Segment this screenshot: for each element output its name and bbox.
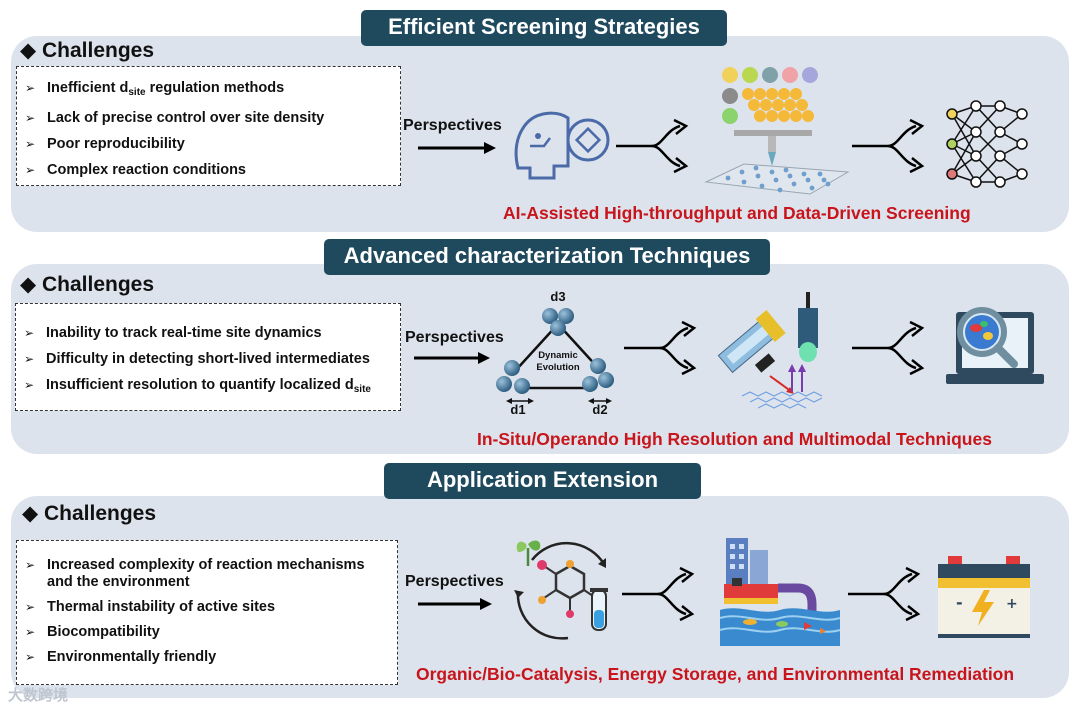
perspective-arrow <box>418 598 492 610</box>
neural-network-icon <box>946 100 1028 188</box>
challenge-text: Inability to track real-time site dynami… <box>46 325 322 341</box>
challenge-text: Biocompatibility <box>47 624 160 640</box>
bio-cycle-icon <box>514 540 608 640</box>
section-title-screening: Efficient Screening Strategies <box>361 10 727 46</box>
challenge-text-rest: regulation methods <box>145 80 285 96</box>
perspective-arrow <box>418 142 496 154</box>
bullet-arrow-icon: ➢ <box>25 650 36 664</box>
ai-head-icon <box>514 111 610 180</box>
challenge-text: Lack of precise control over site densit… <box>47 110 325 126</box>
challenge-text: Complex reaction conditions <box>47 162 246 178</box>
bullet-arrow-icon: ➢ <box>25 163 36 177</box>
challenges-list-characterization: ➢ Inability to track real-time site dynam… <box>15 303 401 411</box>
fork-arrow <box>852 320 925 376</box>
diamond-icon: ◆ <box>22 502 39 525</box>
fork-arrow <box>852 118 925 174</box>
challenge-item: ➢ Increased complexity of reaction mechan… <box>17 557 397 591</box>
dynamic-evolution-diagram: d3 Dynamic Evolution d1 d2 <box>496 289 614 417</box>
challenges-heading-label: Challenges <box>42 273 155 296</box>
challenge-item: ➢ Poor reproducibility <box>17 136 400 153</box>
challenge-item: ➢ Inability to track real-time site dynam… <box>16 325 400 342</box>
challenge-text: Environmentally friendly <box>47 649 217 665</box>
node-label-left: d1 <box>510 402 525 417</box>
section-title-characterization: Advanced characterization Techniques <box>324 239 770 275</box>
challenges-heading-label: Challenges <box>44 502 157 525</box>
challenge-text: Difficulty in detecting short-lived inte… <box>46 351 370 367</box>
high-throughput-dispenser-icon <box>704 67 850 195</box>
challenge-item: ➢ Inefficient dsite regulation methods <box>17 80 400 101</box>
fork-arrow <box>616 118 689 174</box>
bullet-arrow-icon: ➢ <box>25 600 36 614</box>
bullet-arrow-icon: ➢ <box>24 352 35 366</box>
challenge-text: Poor reproducibility <box>47 136 185 152</box>
bullet-arrow-icon: ➢ <box>24 378 35 392</box>
challenge-subscript: site <box>128 87 146 98</box>
challenge-item: ➢ Thermal instability of active sites <box>17 599 397 616</box>
perspective-arrow <box>414 352 490 364</box>
challenge-item: ➢ Lack of precise control over site densi… <box>17 110 400 127</box>
node-label-right: d2 <box>592 402 607 417</box>
bullet-arrow-icon: ➢ <box>25 111 36 125</box>
bullet-arrow-icon: ➢ <box>25 625 36 639</box>
bullet-arrow-icon: ➢ <box>25 137 36 151</box>
bullet-arrow-icon: ➢ <box>24 326 35 340</box>
laptop-analysis-icon <box>946 307 1044 384</box>
center-label-line2: Evolution <box>536 362 579 373</box>
watermark: 大数跨境 <box>8 687 69 704</box>
diamond-icon: ◆ <box>20 39 37 62</box>
challenges-heading-screening: ◆ Challenges <box>20 38 154 63</box>
challenges-heading-label: Challenges <box>42 39 155 62</box>
challenge-item: ➢ Environmentally friendly <box>17 649 397 666</box>
svg-text:-: - <box>956 593 963 612</box>
result-label-screening: AI-Assisted High-throughput and Data-Dri… <box>503 203 971 223</box>
node-label-top: d3 <box>550 289 565 304</box>
challenge-text: Insufficient resolution to quantify loca… <box>46 377 354 393</box>
challenge-item: ➢ Biocompatibility <box>17 624 397 641</box>
factory-pollution-icon <box>719 538 841 646</box>
challenges-heading-characterization: ◆ Challenges <box>20 272 154 297</box>
challenges-list-application: ➢ Increased complexity of reaction mechan… <box>16 540 398 685</box>
challenge-text: Thermal instability of active sites <box>47 599 276 615</box>
challenges-heading-application: ◆ Challenges <box>22 501 156 526</box>
bullet-arrow-icon: ➢ <box>25 558 36 572</box>
battery-icon: - + <box>938 556 1030 638</box>
perspectives-label-screening: Perspectives <box>403 117 502 134</box>
diamond-icon: ◆ <box>20 273 37 296</box>
challenges-list-screening: ➢ Inefficient dsite regulation methods ➢ L… <box>16 66 401 186</box>
section-title-application: Application Extension <box>384 463 701 499</box>
fork-arrow <box>848 566 921 622</box>
result-label-characterization: In-Situ/Operando High Resolution and Mul… <box>477 429 992 449</box>
challenge-text: Increased complexity of reaction mechani… <box>47 557 365 590</box>
perspectives-label-application: Perspectives <box>405 573 504 590</box>
challenge-item: ➢ Complex reaction conditions <box>17 162 400 179</box>
bullet-arrow-icon: ➢ <box>25 81 36 95</box>
fork-arrow <box>624 320 697 376</box>
challenge-text: Inefficient d <box>47 80 129 96</box>
microscope-probe-icon <box>717 292 823 409</box>
challenge-item: ➢ Difficulty in detecting short-lived int… <box>16 351 400 368</box>
fork-arrow <box>622 566 695 622</box>
challenge-subscript: site <box>353 384 371 395</box>
result-label-application: Organic/Bio-Catalysis, Energy Storage, a… <box>416 664 1015 684</box>
perspectives-label-characterization: Perspectives <box>405 329 504 346</box>
center-label-line1: Dynamic <box>538 350 578 361</box>
svg-text:+: + <box>1006 596 1018 612</box>
challenge-item: ➢ Insufficient resolution to quantify loc… <box>16 377 400 398</box>
